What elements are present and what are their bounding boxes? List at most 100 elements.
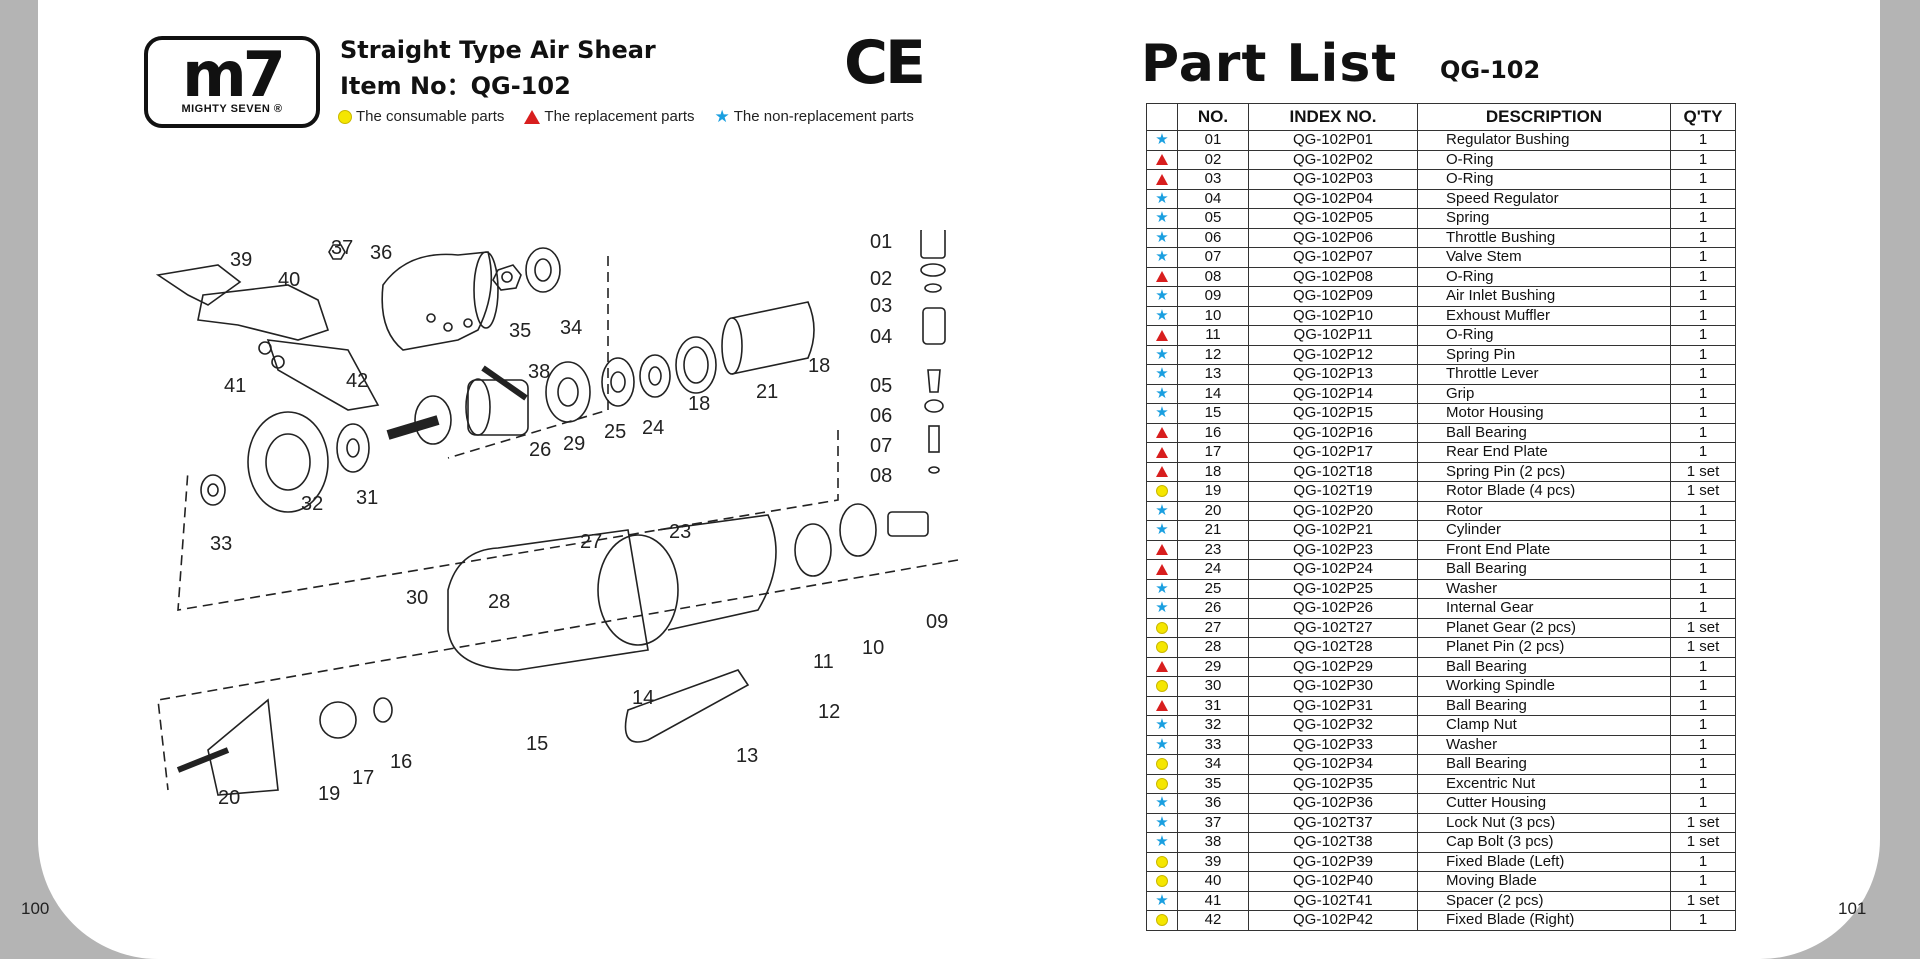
row-qty: 1 <box>1670 364 1736 385</box>
row-description: Spacer (2 pcs) <box>1417 890 1671 911</box>
row-no: 30 <box>1177 676 1249 697</box>
svg-text:12: 12 <box>818 701 840 723</box>
row-qty: 1 <box>1670 676 1736 697</box>
row-symbol: ★ <box>1146 403 1178 424</box>
row-index-no: QG-102P29 <box>1248 656 1418 677</box>
row-symbol <box>1146 149 1178 170</box>
svg-text:25: 25 <box>604 421 626 443</box>
row-qty: 1 <box>1670 598 1736 619</box>
row-description: Rotor <box>1417 500 1671 521</box>
svg-text:03: 03 <box>870 295 892 317</box>
row-qty: 1 <box>1670 149 1736 170</box>
row-symbol <box>1146 910 1178 931</box>
row-index-no: QG-102P15 <box>1248 403 1418 424</box>
row-no: 14 <box>1177 383 1249 404</box>
row-symbol: ★ <box>1146 890 1178 911</box>
row-qty: 1 set <box>1670 812 1736 833</box>
row-index-no: QG-102P26 <box>1248 598 1418 619</box>
red-triangle-icon <box>1156 173 1168 185</box>
row-qty: 1 set <box>1670 637 1736 658</box>
yellow-dot-icon <box>1156 758 1168 771</box>
row-no: 23 <box>1177 539 1249 560</box>
row-index-no: QG-102T27 <box>1248 617 1418 638</box>
row-no: 26 <box>1177 598 1249 619</box>
red-triangle-icon <box>1156 446 1168 458</box>
row-index-no: QG-102P33 <box>1248 734 1418 755</box>
page-number-right: 101 <box>1838 899 1867 918</box>
row-description: Motor Housing <box>1417 403 1671 424</box>
svg-text:20: 20 <box>218 787 240 809</box>
row-no: 09 <box>1177 286 1249 307</box>
row-symbol: ★ <box>1146 247 1178 268</box>
row-no: 34 <box>1177 754 1249 775</box>
row-symbol: ★ <box>1146 598 1178 619</box>
callout-labels: 39 37 36 40 35 34 38 41 42 01 02 03 04 1… <box>210 231 948 809</box>
svg-text:39: 39 <box>230 249 252 271</box>
row-index-no: QG-102P40 <box>1248 871 1418 892</box>
red-triangle-icon <box>524 109 541 124</box>
svg-text:07: 07 <box>870 435 892 457</box>
row-symbol <box>1146 754 1178 775</box>
row-description: Grip <box>1417 383 1671 404</box>
row-symbol: ★ <box>1146 188 1178 209</box>
row-symbol <box>1146 656 1178 677</box>
part-list-title: Part List <box>1141 34 1398 94</box>
row-index-no: QG-102P05 <box>1248 208 1418 229</box>
logo-subtitle: MIGHTY SEVEN ® <box>181 103 283 115</box>
row-symbol <box>1146 325 1178 346</box>
col-no: NO. <box>1177 103 1249 131</box>
row-description: Ball Bearing <box>1417 656 1671 677</box>
row-qty: 1 <box>1670 793 1736 814</box>
row-index-no: QG-102P25 <box>1248 578 1418 599</box>
row-qty: 1 <box>1670 383 1736 404</box>
row-no: 17 <box>1177 442 1249 463</box>
row-description: Regulator Bushing <box>1417 130 1671 151</box>
row-no: 16 <box>1177 422 1249 443</box>
row-no: 27 <box>1177 617 1249 638</box>
blue-star-icon: ★ <box>1155 228 1169 246</box>
row-symbol <box>1146 481 1178 502</box>
row-qty: 1 <box>1670 325 1736 346</box>
svg-text:10: 10 <box>862 637 884 659</box>
row-qty: 1 set <box>1670 461 1736 482</box>
blue-star-icon: ★ <box>1155 833 1169 851</box>
row-description: Throttle Lever <box>1417 364 1671 385</box>
row-index-no: QG-102P36 <box>1248 793 1418 814</box>
legend: The consumable parts The replacement par… <box>338 108 914 125</box>
svg-text:18: 18 <box>808 355 830 377</box>
row-no: 15 <box>1177 403 1249 424</box>
blue-star-icon: ★ <box>1155 248 1169 266</box>
row-index-no: QG-102P06 <box>1248 227 1418 248</box>
svg-text:37: 37 <box>331 237 353 259</box>
row-no: 10 <box>1177 305 1249 326</box>
blue-star-icon: ★ <box>1155 599 1169 617</box>
red-triangle-icon <box>1156 329 1168 341</box>
row-symbol: ★ <box>1146 286 1178 307</box>
row-qty: 1 <box>1670 188 1736 209</box>
blue-star-icon: ★ <box>1155 716 1169 734</box>
row-qty: 1 <box>1670 286 1736 307</box>
logo-wordmark: m7 <box>182 38 286 111</box>
svg-text:32: 32 <box>301 493 323 515</box>
blue-star-icon: ★ <box>1155 384 1169 402</box>
row-no: 39 <box>1177 851 1249 872</box>
row-symbol: ★ <box>1146 520 1178 541</box>
row-index-no: QG-102P17 <box>1248 442 1418 463</box>
row-description: Internal Gear <box>1417 598 1671 619</box>
row-symbol: ★ <box>1146 578 1178 599</box>
row-symbol: ★ <box>1146 812 1178 833</box>
blue-star-icon: ★ <box>1155 189 1169 207</box>
row-symbol <box>1146 422 1178 443</box>
legend-consumable: The consumable parts <box>338 108 504 125</box>
row-index-no: QG-102P32 <box>1248 715 1418 736</box>
red-triangle-icon <box>1156 154 1168 166</box>
